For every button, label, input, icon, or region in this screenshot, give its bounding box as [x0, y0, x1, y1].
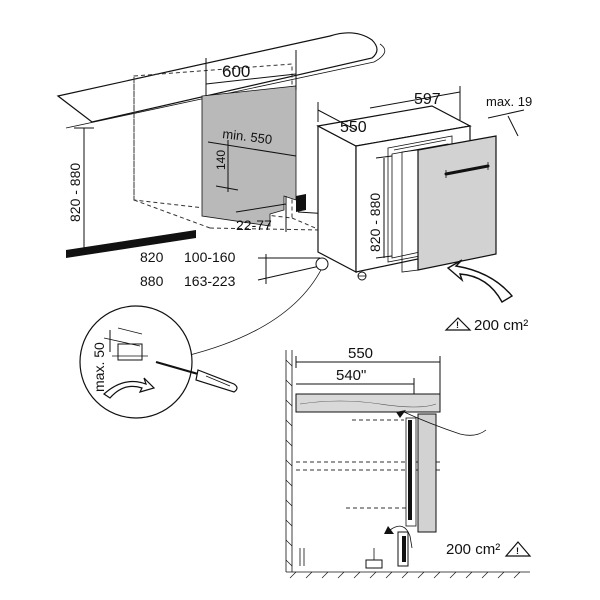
- svg-text:!: !: [516, 546, 519, 556]
- section-door: [417, 413, 437, 533]
- foot-height-table: 820 100-160 880 163-223: [140, 249, 321, 289]
- dim-appliance-width: 597: [369, 86, 461, 120]
- dim-niche-width: 600: [205, 50, 297, 96]
- ventilation-note-top: ! 200 cm²: [444, 317, 528, 334]
- section-width-550: 550: [348, 345, 373, 362]
- adjustable-foot-marker: [315, 257, 329, 271]
- dim-appliance-depth-label: 550: [340, 119, 367, 136]
- ventilation-note-bottom: 200 cm² !: [446, 541, 532, 558]
- dim-22-77: 22-77: [235, 196, 287, 233]
- dim-height-right-label: 820 - 880: [367, 193, 383, 252]
- dim-height-right: 820 - 880: [367, 155, 393, 259]
- foot-detail-circle: max. 50: [79, 305, 193, 419]
- dim-22-77-label: 22-77: [236, 217, 272, 233]
- detail-max-label: max. 50: [91, 342, 107, 392]
- door-handle: [444, 164, 490, 176]
- ventilation-area-bottom: 200 cm²: [446, 541, 500, 558]
- table-row-820-range: 100-160: [184, 249, 236, 265]
- niche-back-panel: [201, 85, 297, 227]
- svg-text:!: !: [456, 320, 459, 330]
- push-arrow-icon: [446, 259, 514, 303]
- niche-outline: [133, 63, 321, 231]
- floor-strip-left: [66, 230, 196, 258]
- table-row-820: 820: [140, 249, 164, 265]
- floor-strip-right: [296, 194, 306, 212]
- section-width-540: 540": [336, 367, 366, 384]
- warning-icon: [444, 317, 472, 331]
- door-panel: [401, 135, 497, 273]
- dim-appliance-width-label: 597: [414, 91, 441, 108]
- dim-140: 140: [214, 140, 239, 192]
- dim-door-max-label: max. 19: [486, 94, 532, 109]
- cross-section: 550 540": [285, 345, 530, 579]
- ventilation-area-top: 200 cm²: [474, 317, 528, 334]
- screwdriver-icon: [155, 361, 238, 393]
- rotate-arrow-icon: [103, 377, 156, 399]
- callout-line: [185, 267, 323, 357]
- dim-niche-width-label: 600: [222, 62, 250, 81]
- dim-height-left-label: 820 - 880: [67, 163, 83, 222]
- dim-min-depth-label: min. 550: [222, 126, 273, 147]
- dim-140-label: 140: [214, 150, 228, 170]
- table-row-880-range: 163-223: [184, 273, 236, 289]
- dim-door-max: max. 19: [486, 94, 532, 137]
- section-worktop: [295, 393, 441, 413]
- dim-min-depth: min. 550: [207, 126, 297, 157]
- table-row-880: 880: [140, 273, 164, 289]
- dim-appliance-depth: 550: [317, 102, 367, 136]
- warning-icon: [504, 541, 532, 557]
- dim-height-left: 820 - 880: [67, 127, 94, 253]
